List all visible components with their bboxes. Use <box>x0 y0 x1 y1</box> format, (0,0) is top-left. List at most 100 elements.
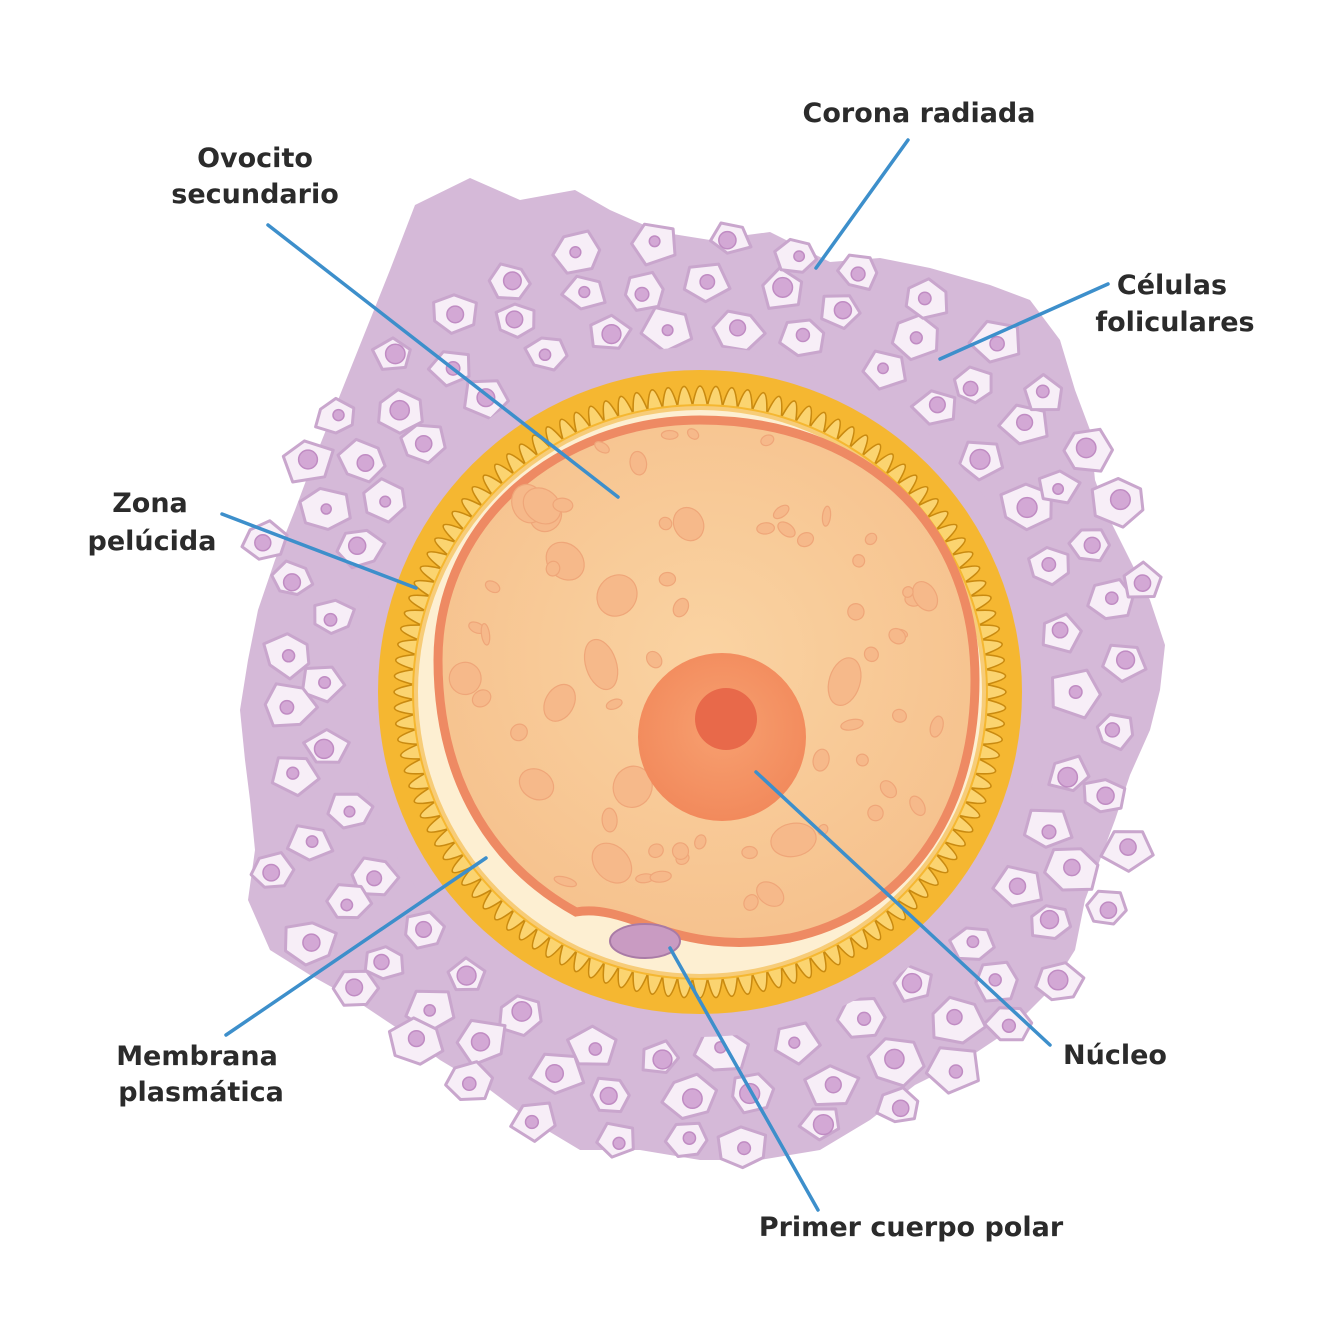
follicle-cell-nucleus <box>885 1049 904 1068</box>
label-celulas-line2: foliculares <box>1095 307 1254 338</box>
follicle-cell-nucleus <box>303 934 320 951</box>
follicle-cell-nucleus <box>255 535 271 551</box>
follicle-cell-nucleus <box>989 974 1001 986</box>
follicle-cell-nucleus <box>357 455 373 471</box>
follicle-cell-nucleus <box>349 537 366 554</box>
follicle-cell-nucleus <box>1106 592 1118 604</box>
follicle-cell-nucleus <box>1105 723 1119 737</box>
label-nucleo: Núcleo <box>1063 1040 1167 1071</box>
follicle-cell-nucleus <box>539 349 550 360</box>
label-zona-line1: Zona <box>112 488 188 519</box>
follicle-cell-nucleus <box>1017 498 1037 518</box>
follicle-cell-nucleus <box>463 1077 476 1090</box>
follicle-cell-nucleus <box>1084 537 1100 553</box>
follicle-cell-nucleus <box>321 504 331 514</box>
follicle-cell-nucleus <box>409 1031 425 1047</box>
follicle-cell-nucleus <box>287 767 299 779</box>
follicle-cell-nucleus <box>719 232 736 249</box>
follicle-cell-nucleus <box>280 701 293 714</box>
vesicle <box>852 554 865 568</box>
follicle-cell-nucleus <box>526 1116 539 1129</box>
follicle-cell-nucleus <box>1058 768 1077 787</box>
follicle-cell-nucleus <box>649 236 660 247</box>
follicle-cell-nucleus <box>319 677 331 689</box>
follicle-cell-nucleus <box>1037 385 1049 397</box>
follicle-cell-nucleus <box>963 381 977 395</box>
follicle-cell-nucleus <box>1003 1019 1016 1032</box>
label-celulas-line1: Células <box>1117 270 1227 301</box>
follicle-cell-nucleus <box>814 1115 834 1135</box>
follicle-cell-nucleus <box>299 450 318 469</box>
follicle-cell-nucleus <box>324 614 336 626</box>
follicle-cell-nucleus <box>344 806 355 817</box>
vesicle <box>661 431 678 440</box>
label-cuerpo-polar: Primer cuerpo polar <box>759 1212 1064 1243</box>
follicle-cell-nucleus <box>472 1033 490 1051</box>
follicle-cell-nucleus <box>1042 825 1056 839</box>
follicle-cell-nucleus <box>893 1100 909 1116</box>
follicle-cell-nucleus <box>341 899 352 910</box>
follicle-cell-nucleus <box>949 1065 962 1078</box>
follicle-cell-nucleus <box>930 397 946 413</box>
follicle-cell-nucleus <box>589 1043 601 1055</box>
follicle-cell-nucleus <box>947 1010 962 1025</box>
follicle-cell-nucleus <box>730 320 746 336</box>
follicle-cell-nucleus <box>263 865 279 881</box>
follicle-cell-nucleus <box>1052 622 1067 637</box>
follicle-cell-nucleus <box>794 251 804 261</box>
follicle-cell-nucleus <box>1069 686 1082 699</box>
follicle-cell-nucleus <box>1134 575 1150 591</box>
follicle-cell-nucleus <box>825 1077 841 1093</box>
follicle-cell-nucleus <box>424 1005 435 1016</box>
follicle-cell-nucleus <box>858 1012 871 1025</box>
follicle-cell-nucleus <box>878 363 888 373</box>
follicle-cell-nucleus <box>416 436 432 452</box>
nucleolus <box>695 688 757 750</box>
follicle-cell-nucleus <box>910 332 922 344</box>
follicle-cell-nucleus <box>315 739 334 758</box>
follicle-cell-nucleus <box>1017 415 1033 431</box>
label-ovocito-line2: secundario <box>171 179 339 210</box>
follicle-cell-nucleus <box>970 450 990 470</box>
follicle-cell-nucleus <box>653 1050 672 1069</box>
follicle-cell-nucleus <box>602 325 621 344</box>
follicle-cell-nucleus <box>374 955 389 970</box>
follicle-cell-nucleus <box>512 1002 531 1021</box>
follicle-cell-nucleus <box>380 496 391 507</box>
follicle-cell-nucleus <box>346 979 363 996</box>
follicle-cell-nucleus <box>457 966 476 985</box>
follicle-cell-nucleus <box>613 1137 625 1149</box>
follicle-cell-nucleus <box>1053 484 1063 494</box>
follicle-cell-nucleus <box>1100 902 1116 918</box>
follicle-cell-nucleus <box>700 275 714 289</box>
follicle-cell-nucleus <box>903 974 922 993</box>
label-membrana-line1: Membrana <box>116 1041 278 1072</box>
follicle-cell-nucleus <box>283 650 295 662</box>
follicle-cell-nucleus <box>546 1065 563 1082</box>
follicle-cell-nucleus <box>367 871 382 886</box>
leader-corona <box>816 140 908 268</box>
follicle-cell-nucleus <box>919 292 931 304</box>
label-ovocito-line1: Ovocito <box>197 143 313 174</box>
polar-body <box>610 924 680 958</box>
follicle-cell-nucleus <box>738 1142 751 1155</box>
follicle-cell-nucleus <box>306 836 317 847</box>
follicle-cell-nucleus <box>967 936 978 947</box>
follicle-cell-nucleus <box>1120 839 1136 855</box>
follicle-cell-nucleus <box>1064 859 1080 875</box>
follicle-cell-nucleus <box>773 278 793 298</box>
follicle-cell-nucleus <box>1041 911 1059 929</box>
follicle-cell-nucleus <box>1117 651 1135 669</box>
follicle-cell-nucleus <box>1111 490 1131 510</box>
follicle-cell-nucleus <box>851 267 865 281</box>
follicle-cell-nucleus <box>579 287 590 298</box>
label-membrana-line2: plasmática <box>118 1077 284 1108</box>
follicle-cell-nucleus <box>570 247 581 258</box>
follicle-cell-nucleus <box>1042 558 1055 571</box>
follicle-cell-nucleus <box>447 306 464 323</box>
follicle-cell-nucleus <box>789 1037 800 1048</box>
follicle-cell-nucleus <box>1048 970 1068 990</box>
vesicle <box>742 846 758 859</box>
follicle-cell-nucleus <box>635 288 649 302</box>
